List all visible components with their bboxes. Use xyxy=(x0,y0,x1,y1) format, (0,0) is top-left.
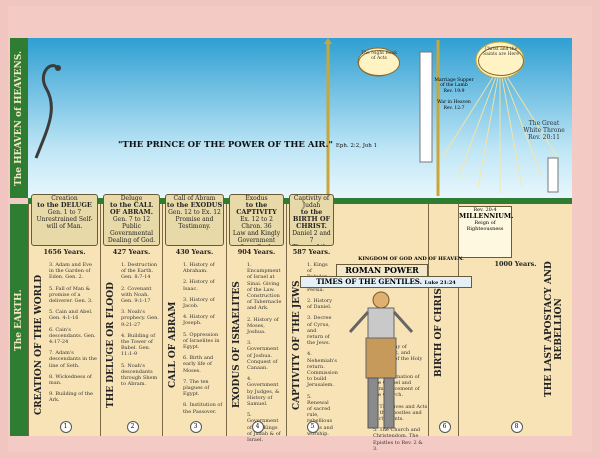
epoch-number: 1 xyxy=(59,421,72,433)
kingdom-band: KINGDOM OF GOD AND OF HEAVEN. xyxy=(358,256,464,262)
epoch-note: 1. Destruction of the Earth. Gen. 8:7-14 xyxy=(121,262,158,281)
epoch-note: 3. Government of Joshua. Conquest of Can… xyxy=(247,340,279,372)
epoch-years: 587 Years. xyxy=(292,248,331,256)
church-number: 6 xyxy=(438,421,451,433)
throne-label: The Great White Throne Rev. 20:11 xyxy=(523,120,565,141)
epoch-note: 2. Covenant with Noah. Gen. 9:1-17 xyxy=(121,285,152,305)
epoch-years: 1656 Years. xyxy=(43,248,86,256)
epoch-note: 2. History of Moses, Joshua. xyxy=(247,316,279,336)
epoch-note: 5. Renewal of sacred rule, rebellious fe… xyxy=(307,393,333,437)
epoch-note: 3. Decree of Cyrus, and return of the Je… xyxy=(307,315,332,347)
epoch-note: 8. Wickedness of man. xyxy=(49,373,92,387)
earth-strip: The EARTH. xyxy=(10,204,28,436)
epoch-note: 3. Noah's prophecy. Gen. 9:21-27 xyxy=(121,309,159,328)
epoch-label: CREATION OF THE WORLD xyxy=(34,274,44,416)
arrow-icon xyxy=(324,38,440,196)
epoch-note: 4. History of Joseph. xyxy=(183,314,215,327)
epoch-label: THE DELUGE OR FLOOD xyxy=(106,282,116,408)
epoch-note: 3. History of Jacob. xyxy=(183,296,215,310)
epoch-number: 5 xyxy=(306,421,319,433)
rapture-callout: The Night Book of Acts xyxy=(358,50,400,76)
epoch-note: 7. The ten plagues of Egypt. xyxy=(183,378,210,398)
epoch-number: 3 xyxy=(189,421,202,433)
statue-icon xyxy=(348,291,414,429)
christ-saints-callout: Christ and the Saints are Here xyxy=(478,46,524,76)
epoch-note: 6. Cain's descendants. Gen. 4:17-24 xyxy=(49,326,96,346)
epoch-years: 904 Years. xyxy=(237,248,276,256)
heaven-region: "THE PRINCE OF THE POWER OF THE AIR." Ep… xyxy=(28,38,572,198)
epoch-notes: 3. Adam and Eve in the Garden of Eden. G… xyxy=(49,262,97,409)
epoch-note: 3. Adam and Eve in the Garden of Eden. G… xyxy=(49,262,92,281)
millennium-label: THE LAST APOSTACY AND REBELLION xyxy=(544,261,564,397)
heavens-strip: The HEAVEN of HEAVENS. xyxy=(10,38,28,198)
epoch-note: 2. History of Isaac. xyxy=(183,279,215,292)
epoch-notes: 1. Kings of Babylon and Persia.2. Histor… xyxy=(307,262,338,442)
pillar-icon xyxy=(419,51,559,193)
epoch-note: 4. Building of the Tower of Babel. Gen. … xyxy=(121,332,156,358)
times-of-gentiles-band: TIMES OF THE GENTILES. Luke 21:24 xyxy=(300,276,472,288)
epoch-millennium: 1000 Years. THE LAST APOSTACY AND REBELL… xyxy=(458,204,572,436)
epoch-number: 2 xyxy=(126,421,139,433)
epoch-note: 5. Oppression of Israelites in Egypt. xyxy=(183,331,220,351)
epoch-number: 4 xyxy=(251,421,264,433)
epoch-years: 430 Years. xyxy=(175,248,214,256)
epoch-note: 2. History of Daniel. xyxy=(307,298,333,311)
epoch-notes: 1. History of Abraham. 2. History of Isaa… xyxy=(183,262,223,420)
snake-icon xyxy=(34,64,61,159)
epoch-note: 1. History of Abraham. xyxy=(183,262,215,275)
epoch-note: 1. Encampment of Israel at Sinai. Giving… xyxy=(247,262,282,312)
epoch-notes: 1. Destruction of the Earth. Gen. 8:7-14… xyxy=(121,262,159,392)
epoch-note: 7. Adam's descendants in the line of Set… xyxy=(49,350,97,369)
prince-caption: "THE PRINCE OF THE POWER OF THE AIR." Ep… xyxy=(118,140,377,150)
epoch-years: 427 Years. xyxy=(112,248,151,256)
epoch-note: 5. Fall of Man & promise of a deliverer.… xyxy=(49,285,93,305)
church-label: BIRTH OF CHRIST xyxy=(434,281,444,377)
millennium-box: Rev. 20:4 MILLENNIUM. Reign of Righteous… xyxy=(458,206,513,258)
epoch-note: 4. Nehemiah's return. Commission to buil… xyxy=(307,351,338,389)
marriage-label: Marriage Supper of the Lamb Rev. 19:9 Wa… xyxy=(434,78,474,111)
millennium-number: 8 xyxy=(510,421,523,433)
epoch-church: BIRTH OF CHRIST 2. The Day of Pentecost,… xyxy=(373,204,458,452)
prince-ref: Eph. 2:2, Joh 1 xyxy=(335,143,378,149)
epoch-note: 8. Institution of the Passover. xyxy=(183,402,223,415)
epoch-label: CALL OF ABRAM xyxy=(168,301,178,389)
epoch-notes: 1. Encampment of Israel at Sinai. Giving… xyxy=(247,262,283,448)
epoch-note: 9. Building of the Ark. xyxy=(49,391,93,404)
epoch-note: 4. Government by Judges, & History of Sa… xyxy=(247,376,280,408)
epoch-note: 5. Noah's descendants through Shem to Ab… xyxy=(121,362,158,388)
millennium-years: 1000 Years. xyxy=(494,260,537,268)
prince-text: "THE PRINCE OF THE POWER OF THE AIR." xyxy=(118,140,333,150)
epoch-label: EXODUS OF ISRAELITES xyxy=(232,281,242,409)
epoch-note: 6. Birth and early life of Moses. xyxy=(183,355,214,374)
epoch-note: 5. Cain and Abel. Gen. 4:1-16 xyxy=(49,309,93,322)
